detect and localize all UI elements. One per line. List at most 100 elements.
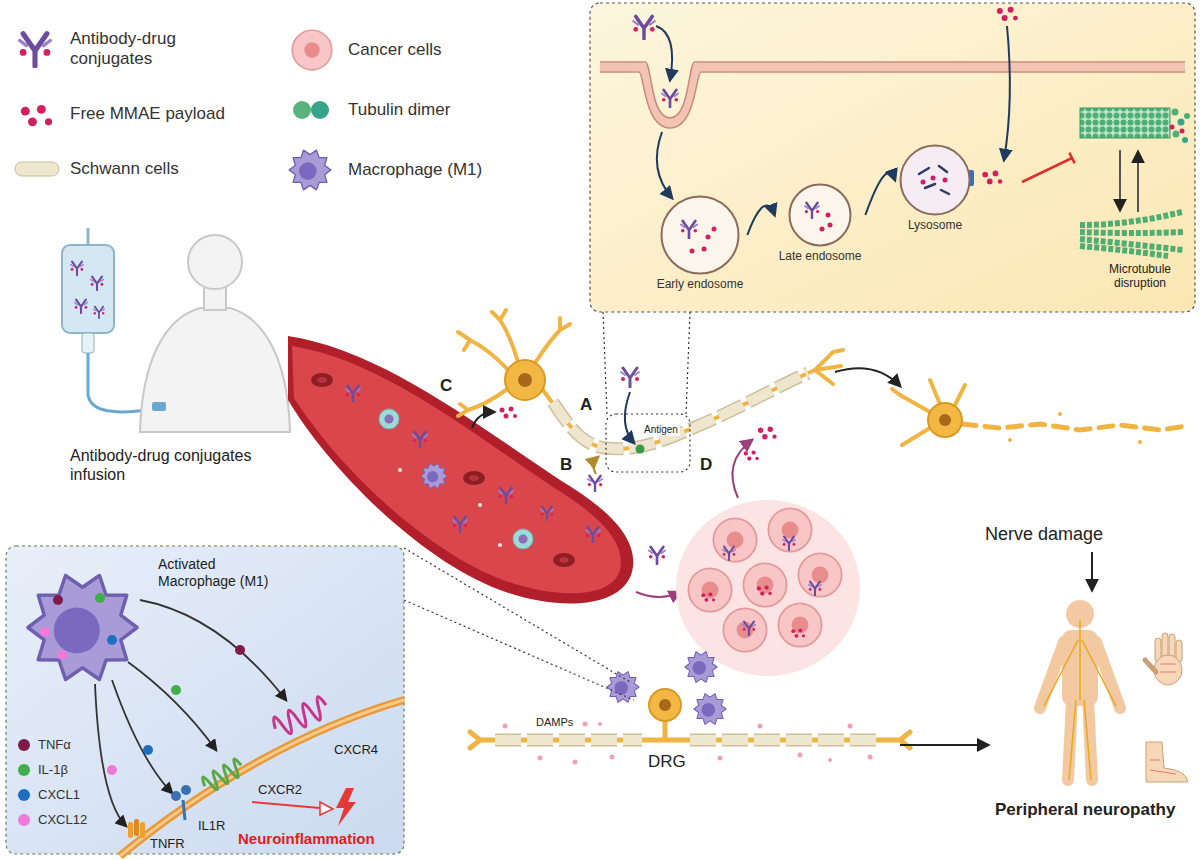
neuron bbox=[636, 445, 645, 454]
internalization-inset bbox=[1173, 131, 1180, 138]
neuron bbox=[505, 360, 545, 400]
patient-infusion bbox=[94, 307, 105, 318]
blood-vessel bbox=[553, 553, 575, 567]
neuroinflammation-inset bbox=[235, 645, 245, 655]
node-label: Late endosome bbox=[779, 249, 862, 263]
legend-icons bbox=[311, 101, 329, 119]
payload-dot bbox=[702, 247, 707, 252]
body-figure bbox=[1044, 620, 1116, 780]
neuroinflammation-inset bbox=[252, 802, 320, 808]
pathways bbox=[732, 440, 752, 498]
node-label: Early endosome bbox=[657, 277, 744, 291]
internalization-inset bbox=[1080, 108, 1170, 138]
internalization-inset bbox=[590, 3, 1195, 312]
drg bbox=[404, 548, 988, 765]
patient-infusion bbox=[71, 262, 84, 275]
hand-icon bbox=[1145, 660, 1156, 672]
receptor-label: CXCR2 bbox=[258, 782, 302, 798]
payload-dot bbox=[943, 178, 948, 183]
damaged-neuron bbox=[939, 414, 951, 426]
damaged-neuron bbox=[1091, 552, 1093, 590]
internalization-inset bbox=[633, 16, 654, 38]
part-label: DAMPs bbox=[536, 716, 573, 729]
damaged-neuron bbox=[1058, 412, 1062, 416]
antibody-fragment bbox=[941, 190, 949, 194]
legend-text: Antibody-drug conjugates bbox=[70, 29, 200, 70]
drg bbox=[828, 758, 832, 762]
internalization-inset bbox=[1180, 129, 1185, 134]
blood-vessel bbox=[398, 468, 402, 472]
blood-vessel bbox=[311, 373, 333, 387]
blood-vessel bbox=[513, 529, 533, 549]
route-letter: D bbox=[700, 455, 712, 475]
receptor-label: TNFR bbox=[150, 836, 185, 852]
neuroinflammation-inset bbox=[140, 822, 145, 838]
drg bbox=[495, 735, 882, 745]
internalization-inset bbox=[657, 132, 672, 198]
neuroinflammation-inset bbox=[53, 595, 63, 605]
neuron bbox=[553, 373, 808, 449]
neuron bbox=[458, 390, 506, 416]
route-letter: B bbox=[560, 455, 572, 475]
damaged-neuron bbox=[928, 403, 962, 437]
pathways bbox=[500, 407, 518, 419]
foot-icon bbox=[1146, 742, 1188, 782]
neuron bbox=[492, 310, 518, 362]
drg bbox=[659, 699, 671, 711]
neuron bbox=[543, 370, 815, 449]
patient-infusion bbox=[140, 308, 290, 432]
process-arrow bbox=[865, 173, 895, 215]
neuroinflammation-inset bbox=[120, 700, 404, 856]
tumor bbox=[743, 563, 786, 606]
internalization-inset bbox=[1080, 212, 1185, 256]
pathways bbox=[621, 368, 639, 387]
legend-swatch bbox=[18, 789, 30, 801]
vesicle-shape bbox=[788, 183, 852, 247]
tumor bbox=[798, 553, 841, 596]
pathways bbox=[649, 547, 665, 564]
patient-infusion bbox=[75, 300, 88, 313]
patient-infusion bbox=[87, 228, 90, 245]
internalization-inset bbox=[662, 90, 678, 107]
blood-vessel bbox=[379, 409, 399, 429]
tumor bbox=[768, 508, 811, 551]
tumor bbox=[809, 582, 822, 595]
drg bbox=[848, 724, 853, 729]
internalization-inset bbox=[1080, 232, 1185, 233]
patient-infusion bbox=[152, 402, 166, 411]
blood-vessel bbox=[453, 517, 467, 532]
payload-dot bbox=[819, 227, 824, 232]
neuroinflammation-inset bbox=[107, 765, 117, 775]
caption: Nerve damage bbox=[985, 524, 1103, 546]
blood-vessel bbox=[478, 503, 482, 507]
drg bbox=[503, 724, 508, 729]
neuroinflammation-inset bbox=[28, 575, 137, 679]
antibody-fragment bbox=[919, 168, 929, 174]
hand-icon bbox=[1160, 664, 1176, 672]
legend-text: TNFα bbox=[38, 737, 71, 753]
damaged-neuron bbox=[1138, 440, 1142, 444]
internalization-inset bbox=[1119, 150, 1121, 210]
drg bbox=[798, 753, 803, 758]
neuroinflammation-inset bbox=[57, 650, 67, 660]
drg bbox=[868, 755, 873, 760]
legend-icons bbox=[289, 150, 331, 190]
damaged-neuron bbox=[962, 424, 1186, 430]
endosome-node: Early endosome bbox=[653, 195, 748, 291]
patient-infusion bbox=[188, 235, 242, 289]
internalization-inset bbox=[656, 26, 672, 80]
payload-dot bbox=[690, 249, 695, 254]
tumor bbox=[723, 608, 766, 651]
drg bbox=[573, 760, 578, 765]
drg bbox=[598, 722, 602, 726]
drg bbox=[758, 724, 763, 729]
legend-swatch bbox=[18, 814, 30, 826]
neuron bbox=[458, 310, 843, 449]
vesicle-outline bbox=[901, 146, 970, 215]
tumor bbox=[676, 500, 860, 676]
neuroinflammation-inset bbox=[181, 785, 191, 795]
payload-dot bbox=[825, 213, 830, 218]
